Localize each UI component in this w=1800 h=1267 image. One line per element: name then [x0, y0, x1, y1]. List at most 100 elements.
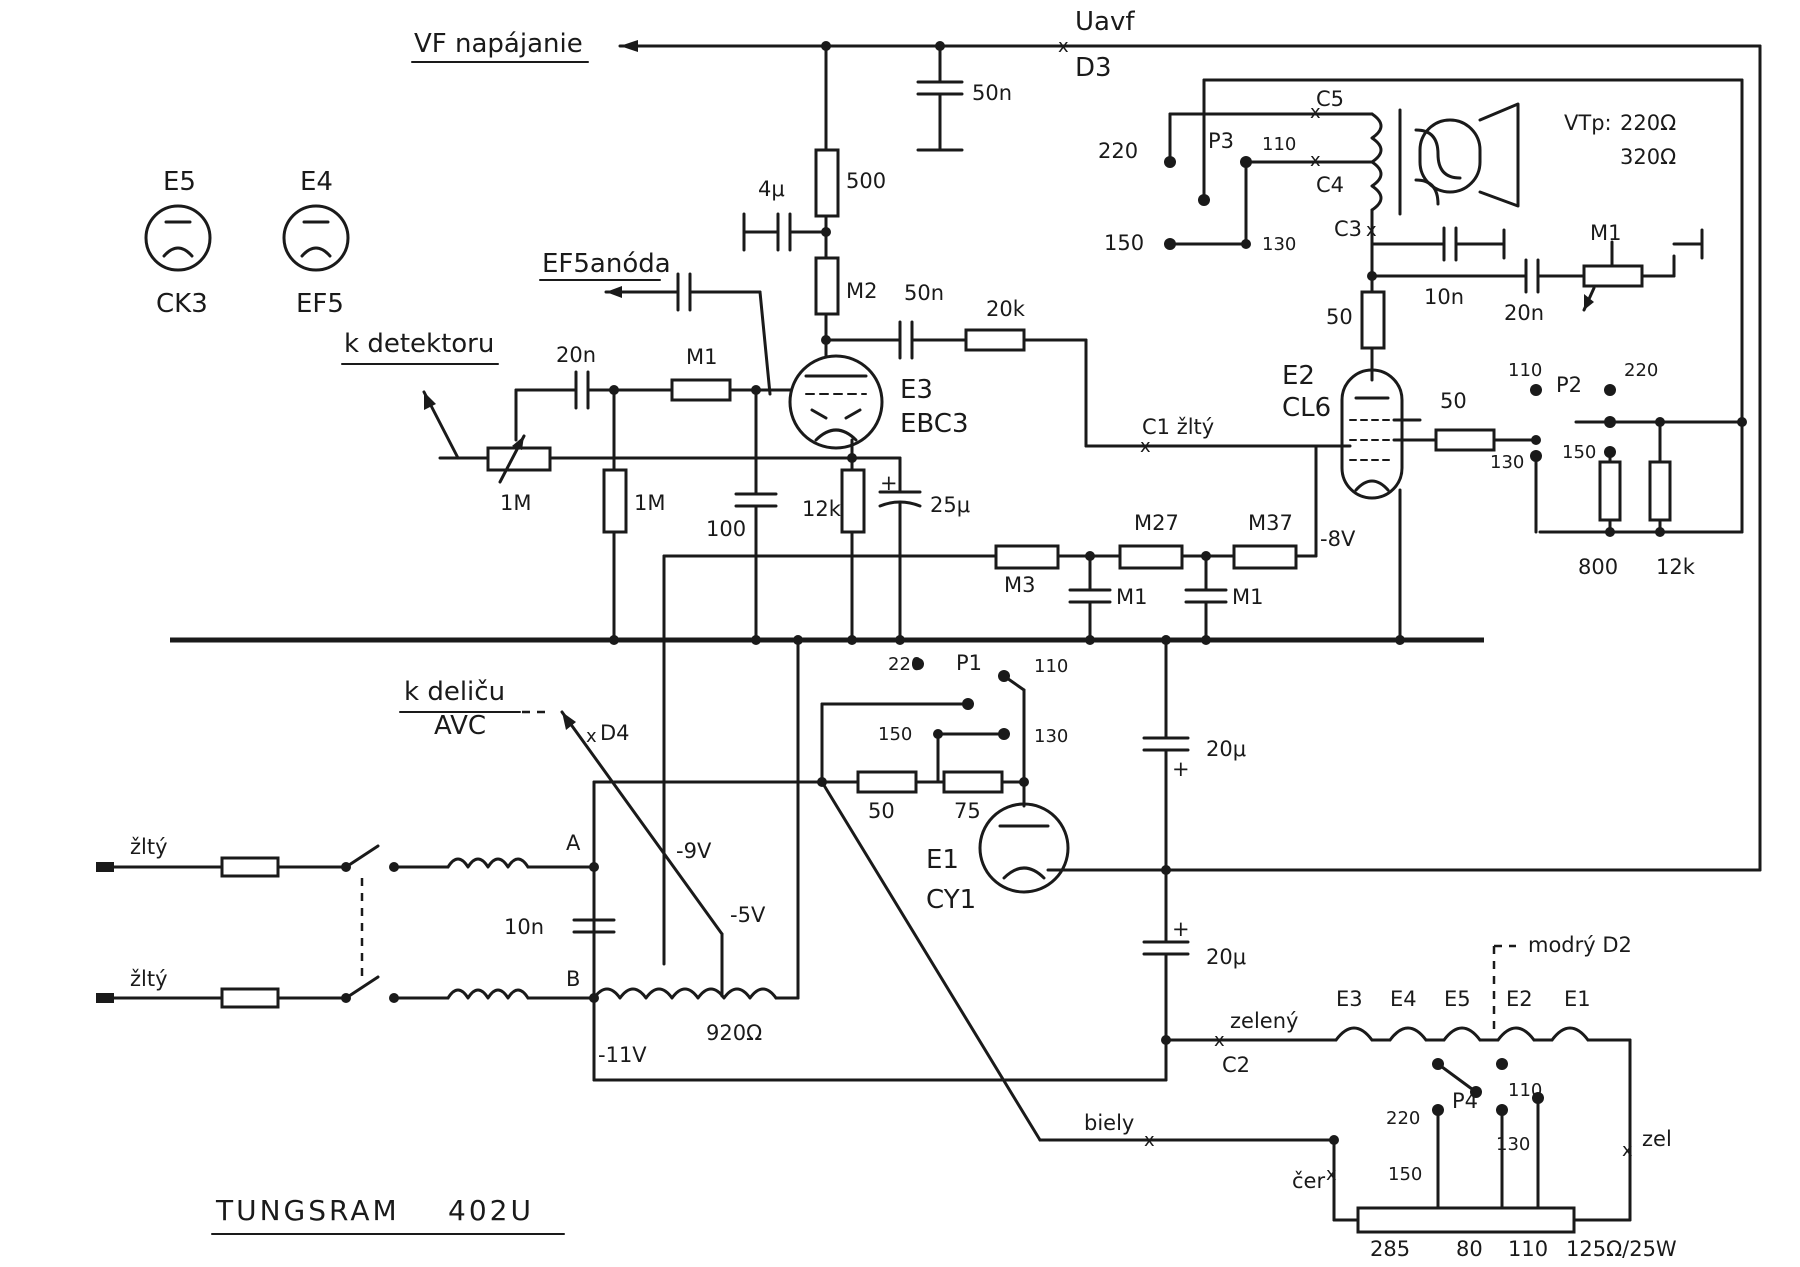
capacitor-100-label: 100 [706, 517, 746, 541]
resistor-75-heater-label: 75 [954, 799, 981, 823]
c5-label: C5 [1316, 87, 1344, 111]
tube-e4-name: E4 [300, 167, 333, 197]
capacitor-50n-top-label: 50n [972, 81, 1012, 105]
tube-e1-name: E1 [926, 845, 959, 875]
resistor-m27-label: M27 [1134, 511, 1179, 535]
capacitor-10n-out-label: 10n [1424, 285, 1464, 309]
minus-5v-label: -5V [730, 903, 766, 927]
schematic-title: TUNGSRAM 402U [211, 1194, 565, 1235]
svg-text:x: x [1140, 436, 1151, 457]
avc-label: AVC [434, 711, 486, 741]
svg-text:x: x [1310, 150, 1321, 171]
vtp-label: VTp: [1564, 111, 1612, 135]
svg-text:x: x [1326, 1164, 1337, 1185]
p2-tap-130: 130 [1490, 452, 1524, 473]
uavf-label: Uavf [1075, 7, 1135, 37]
tube-e5-type: CK3 [156, 289, 208, 319]
to-detector-label: k detektoru [344, 329, 494, 359]
p1-heater-resistors: x [817, 658, 1336, 1151]
c1-yellow-label: C1 žltý [1142, 415, 1214, 439]
vtp-value-320: 320Ω [1620, 145, 1676, 169]
resistor-1m-label: 1M [634, 491, 665, 515]
p4-label: P4 [1452, 1089, 1478, 1113]
svg-text:x: x [586, 726, 597, 747]
svg-text:+: + [1172, 917, 1190, 941]
p4-tap-110: 110 [1508, 1080, 1542, 1101]
tube-e1-type: CY1 [926, 885, 976, 915]
p1-tap-130: 130 [1034, 726, 1068, 747]
svg-text:x: x [1144, 1130, 1155, 1151]
capacitor-20u-a-label: 20μ [1206, 737, 1246, 761]
minus-11v-label: -11V [598, 1043, 647, 1067]
dropper-285-label: 285 [1370, 1237, 1410, 1261]
svg-text:x: x [1622, 1140, 1633, 1161]
capacitor-20u-b-label: 20μ [1206, 945, 1246, 969]
resistor-50-grid-label: 50 [1440, 389, 1467, 413]
dropper-resistor: x [1326, 1058, 1576, 1234]
red-label: čer [1292, 1169, 1325, 1193]
capacitor-20n-left-label: 20n [556, 343, 596, 367]
svg-text:x: x [1058, 36, 1069, 57]
pot-m1-tone-label: M1 [1590, 221, 1621, 245]
svg-text:x: x [1214, 1030, 1225, 1051]
white-label: biely [1084, 1111, 1134, 1135]
filter-choke-920: x [522, 638, 1168, 1082]
p1-label: P1 [956, 651, 982, 675]
d4-label: D4 [600, 721, 630, 745]
p4-tap-130: 130 [1496, 1134, 1530, 1155]
choke-920-label: 920Ω [706, 1021, 762, 1045]
tube-icon-e4 [282, 204, 350, 272]
svg-text:x: x [1366, 220, 1377, 241]
svg-text:+: + [1172, 757, 1190, 781]
heater-chain: x x [1164, 944, 1633, 1222]
p3-tap-110: 110 [1262, 134, 1296, 155]
resistor-m1-grid-label: M1 [686, 345, 717, 369]
minus-9v-label: -9V [676, 839, 712, 863]
p4-tap-150: 150 [1388, 1164, 1422, 1185]
p1-tap-220: 220 [888, 654, 922, 675]
heater-e5-label: E5 [1444, 987, 1471, 1011]
c4-label: C4 [1316, 173, 1344, 197]
p1-tap-110: 110 [1034, 656, 1068, 677]
minus-8v-label: -8V [1320, 527, 1356, 551]
ef5-anode-label: EF5anóda [542, 249, 671, 279]
blue-d2-label: modrý D2 [1528, 933, 1632, 957]
svg-text:x: x [1310, 102, 1321, 123]
tube-icon-e5 [144, 204, 212, 272]
resistor-50-anode-label: 50 [1326, 305, 1353, 329]
zel-label: zel [1642, 1127, 1672, 1151]
svg-text:+: + [880, 471, 898, 495]
d3-label: D3 [1075, 53, 1112, 83]
e3-grid-network: + [422, 370, 922, 642]
title-main: TUNGSRAM [215, 1194, 400, 1227]
tone-network [1367, 226, 1704, 312]
e2-anode-resistor [1360, 274, 1386, 382]
capacitor-4u-label: 4μ [758, 177, 785, 201]
vf-supply-rail: x [618, 36, 1762, 872]
green-label: zelený [1230, 1009, 1298, 1033]
capacitor-20n-out-label: 20n [1504, 301, 1544, 325]
node-a-label: A [566, 831, 581, 855]
resistor-m37-label: M37 [1248, 511, 1293, 535]
resistor-800-label: 800 [1578, 555, 1618, 579]
output-transformer: x x x [1164, 78, 1744, 534]
capacitor-50n-top [916, 44, 964, 152]
c2-label: C2 [1222, 1053, 1250, 1077]
mains-yellow-1: žltý [130, 835, 168, 859]
p3-tap-220: 220 [1098, 139, 1138, 163]
dropper-125-label: 125Ω/25W [1566, 1237, 1677, 1261]
filter-capacitors: + + [1142, 638, 1190, 1082]
dropper-110-label: 110 [1508, 1237, 1548, 1261]
resistor-m2-label: M2 [846, 279, 877, 303]
tube-e5-name: E5 [163, 167, 196, 197]
p3-tap-130: 130 [1262, 234, 1296, 255]
to-divider-label: k deliču [404, 677, 505, 707]
heater-e2-label: E2 [1506, 987, 1533, 1011]
tube-e4-type: EF5 [296, 289, 344, 319]
capacitor-m1-a-label: M1 [1116, 585, 1147, 609]
capacitor-50n-mid-label: 50n [904, 281, 944, 305]
node-b-label: B [566, 967, 580, 991]
heater-e1-label: E1 [1564, 987, 1591, 1011]
resistor-500-label: 500 [846, 169, 886, 193]
